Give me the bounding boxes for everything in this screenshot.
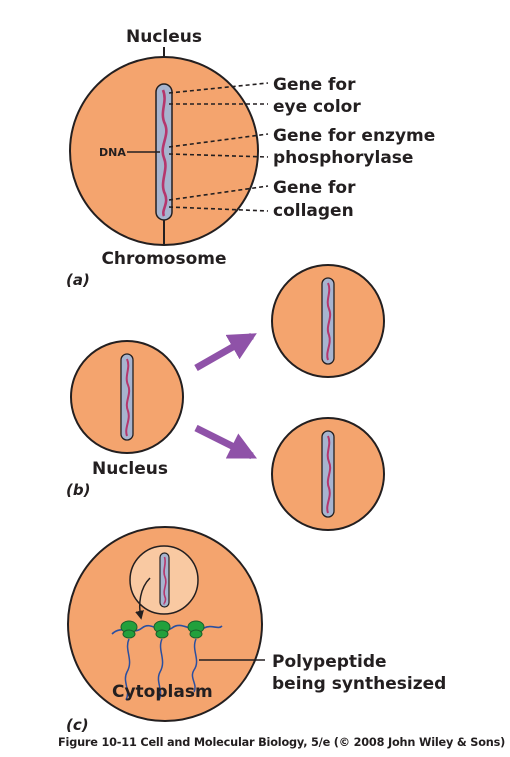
gene-leader-lines (168, 82, 269, 212)
ribosomes (120, 620, 205, 639)
gene-labels: Gene for eye color Gene for enzyme phosp… (273, 75, 435, 221)
chromosome-label: Chromosome (101, 249, 226, 269)
cell-chromosome (159, 552, 170, 608)
panel-c: Cytoplasm Polypeptide being synthesized … (66, 526, 446, 734)
gene-eye-color-line2: eye color (273, 97, 361, 117)
polypeptide-chains (124, 638, 198, 701)
figure-caption: Figure 10-11 Cell and Molecular Biology,… (58, 736, 506, 749)
nucleus-title: Nucleus (126, 27, 202, 47)
dna-label: DNA (99, 146, 126, 159)
ribosome-1-small (122, 629, 136, 639)
parent-dna-strand (125, 358, 131, 437)
mrna-export-arrow (135, 577, 151, 620)
nucleus-label-b: Nucleus (92, 459, 168, 479)
daughter-dna-bottom (326, 435, 332, 514)
part-label-c: (c) (66, 716, 89, 734)
part-label-a: (a) (66, 271, 90, 289)
cytoplasm-label: Cytoplasm (112, 682, 213, 702)
gene-collagen-line2: collagen (273, 201, 354, 221)
gene-collagen-line1: Gene for (273, 178, 356, 198)
part-label-b: (b) (66, 481, 90, 499)
daughter-chromosome-bottom (321, 430, 335, 518)
daughter-dna-top (326, 282, 332, 361)
cell-dna-strand (163, 556, 167, 605)
panel-b: Nucleus (b) (66, 264, 385, 531)
gene-phosphorylase-line2: phosphorylase (273, 148, 413, 168)
daughter-chromosome-top (321, 277, 335, 365)
ribosome-3-small (189, 629, 203, 639)
polypeptide-label-line2: being synthesized (272, 674, 446, 694)
polypeptide-label-line1: Polypeptide (272, 652, 387, 672)
parent-chromosome (120, 353, 134, 441)
panel-a: Nucleus DNA Chromosome (a) Gene for eye … (66, 27, 435, 289)
ribosome-2-small (155, 629, 169, 639)
division-arrow-down (194, 424, 258, 460)
division-arrow-up (194, 332, 257, 372)
gene-phosphorylase-line1: Gene for enzyme (273, 126, 435, 146)
gene-eye-color-line1: Gene for (273, 75, 356, 95)
dna-strand (161, 89, 168, 217)
